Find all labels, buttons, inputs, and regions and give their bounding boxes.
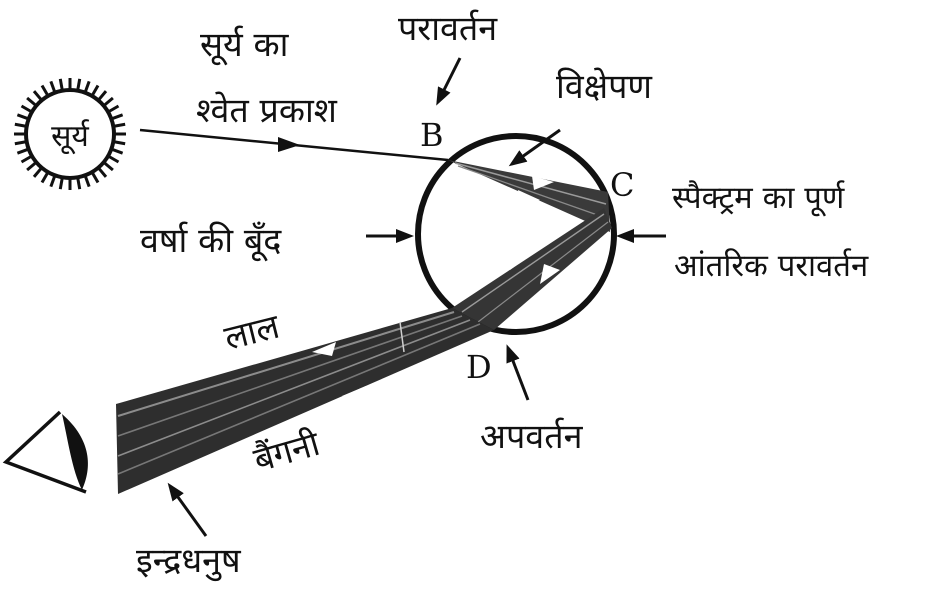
sun-ray (90, 171, 100, 184)
refraction-pointer-arrow (506, 344, 530, 401)
emergent-streak-1 (117, 311, 455, 417)
raindrop-label: वर्षा की बूँद (140, 221, 282, 262)
point-c-label: C (610, 166, 634, 204)
reflected-beam-body (452, 208, 612, 330)
sun-disc (24, 88, 116, 180)
sun-ray (40, 171, 50, 184)
refraction-label: अपवर्तन (480, 417, 584, 457)
dispersed-beam-arrow-2 (532, 176, 554, 190)
eye-outline (2, 410, 87, 494)
emergent-beam (116, 308, 494, 494)
sun-white-light-label-line2: श्वेत प्रकाश (196, 91, 338, 131)
point-d-label: D (466, 348, 492, 386)
sun-ray (26, 161, 38, 172)
emergent-streak-4 (117, 323, 481, 475)
dispersed-beam-arrow-1 (518, 190, 540, 206)
dispersed-beam (448, 160, 610, 232)
dispersed-beam-streaks (454, 162, 607, 205)
incident-ray-arrow (278, 137, 300, 152)
reflection-pointer-arrow (436, 57, 462, 106)
emergent-streak-3 (117, 319, 471, 457)
sun-ray (58, 177, 64, 190)
reflection-label: परावर्तन (398, 9, 498, 49)
dispersed-beam-streaks-2 (457, 165, 607, 219)
red-label: लाल (221, 306, 285, 358)
reflected-beam-streak-1 (461, 213, 605, 313)
sun-ray (102, 161, 114, 172)
dispersion-label: विक्षेपण (556, 67, 653, 107)
tir-label-line1: स्पैक्ट्रम का पूर्ण (672, 180, 845, 217)
emergent-beam-body (116, 308, 494, 494)
sun: सूर्य (14, 78, 126, 190)
rainbow-pointer-arrow (167, 482, 208, 537)
eye-lens (62, 414, 88, 490)
emergent-arrow-red (312, 342, 336, 356)
sun-ray (76, 177, 82, 190)
reflected-beam-arrow-1 (510, 250, 530, 270)
emergent-streak-2 (117, 315, 463, 437)
tir-label-line2: आंतरिक परावर्तन (674, 248, 869, 284)
eye (2, 410, 88, 494)
emergent-arrow-violet (342, 386, 366, 400)
reflected-beam (452, 208, 612, 330)
sun-label: सूर्य (51, 119, 90, 155)
sun-white-light-label-line1: सूर्य का (200, 25, 290, 66)
emergent-divider (399, 321, 405, 353)
point-b-label: B (420, 116, 444, 154)
reflected-beam-arrow-2 (540, 264, 560, 284)
violet-label: बैंगनी (249, 424, 325, 481)
rainbow-label: इन्द्रधनुष (136, 541, 242, 582)
dispersion-pointer-arrow (508, 128, 561, 167)
